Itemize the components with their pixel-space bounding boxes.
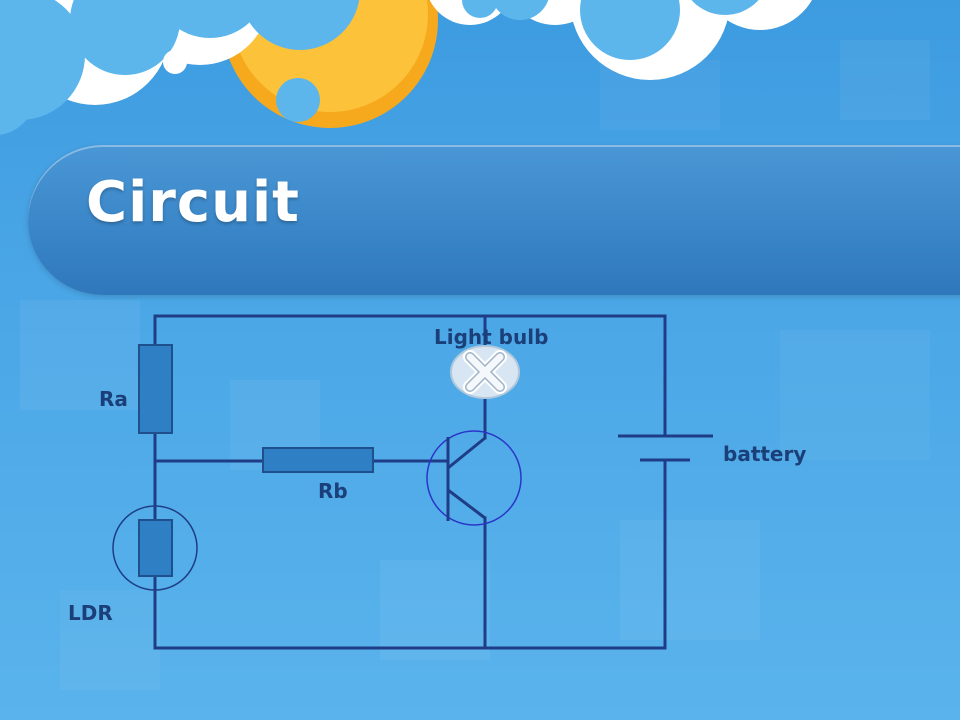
light-bulb-icon (450, 345, 520, 399)
label-battery: battery (723, 442, 807, 466)
resistor-rb (262, 447, 374, 473)
title-band (28, 145, 960, 295)
transistor-icon (426, 430, 522, 526)
label-rb: Rb (318, 479, 348, 503)
slide-title: Circuit (86, 170, 300, 235)
sky-decoration (0, 0, 812, 135)
ldr-circle (112, 505, 198, 591)
resistor-ra (138, 344, 173, 434)
cloud-right (429, 0, 812, 80)
cloud-left (0, 0, 360, 135)
battery-icon (618, 434, 713, 462)
ldr-resistor (138, 519, 173, 577)
label-ldr: LDR (68, 601, 113, 625)
label-ra: Ra (99, 387, 128, 411)
label-light-bulb: Light bulb (434, 325, 549, 349)
